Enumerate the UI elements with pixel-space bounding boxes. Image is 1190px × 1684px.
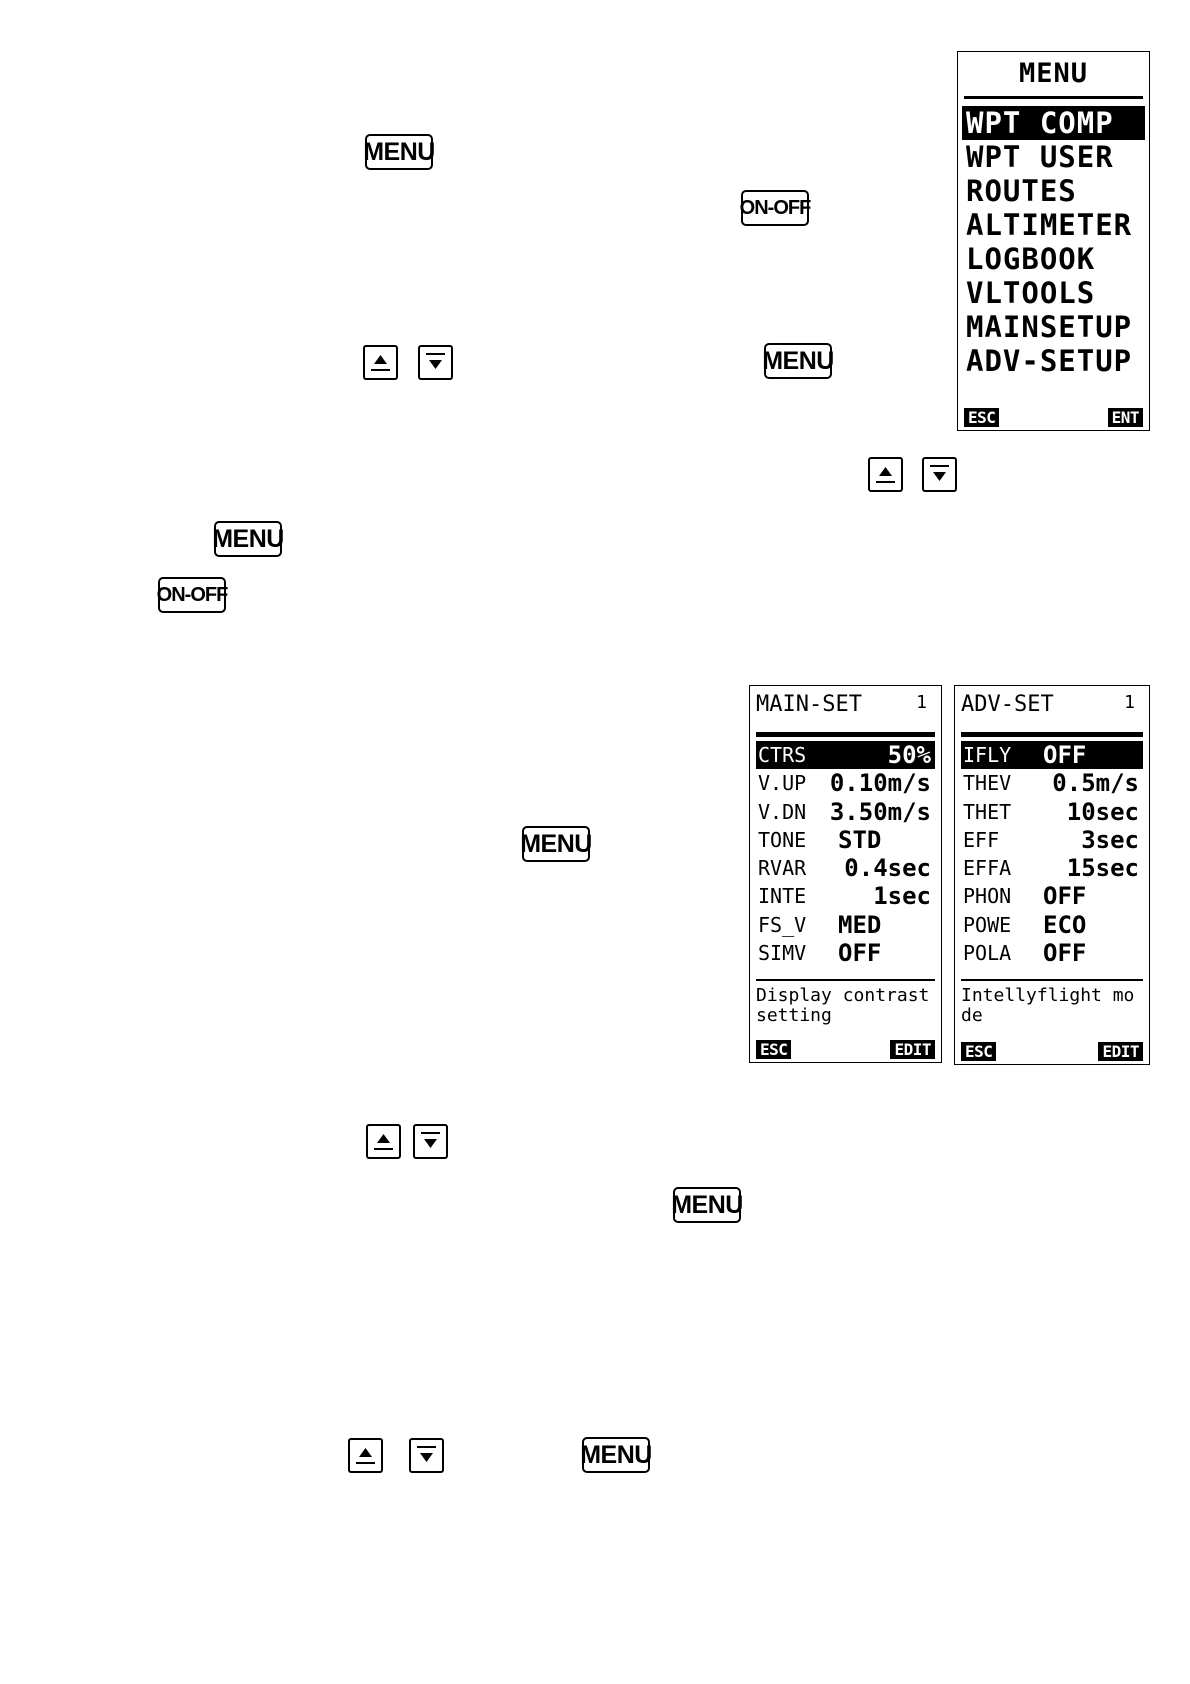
arrow-down-icon xyxy=(413,1124,448,1159)
arrow-down-icon xyxy=(922,457,957,492)
setting-row-ifly: IFLY OFF xyxy=(961,741,1143,770)
setting-value: OFF xyxy=(1043,939,1087,968)
arrow-up-icon xyxy=(366,1124,401,1159)
menu-item-wpt-user: WPT USER xyxy=(966,140,1114,174)
main-set-header: MAIN-SET 1 xyxy=(756,692,931,718)
setting-value: 3.50m/s xyxy=(829,797,931,826)
on-off-key-icon: ON-OFF xyxy=(157,577,228,613)
menu-screen: MENU WPT COMP WPT USER ROUTES ALTIMETER … xyxy=(957,51,1150,431)
setting-row-inte: INTE 1sec xyxy=(756,882,935,910)
menu-item-routes: ROUTES xyxy=(966,174,1077,208)
main-set-divider xyxy=(756,732,935,737)
arrow-up-icon xyxy=(868,457,903,492)
setting-value: 0.5m/s xyxy=(1052,769,1139,798)
setting-label: EFFA xyxy=(963,856,1012,881)
setting-row-thet: THET 10sec xyxy=(961,798,1143,826)
adv-set-page-number: 1 xyxy=(1124,692,1135,713)
setting-row-fs-v: FS_V MED xyxy=(756,911,935,939)
setting-label: THEV xyxy=(963,771,1012,796)
main-set-title: MAIN-SET xyxy=(756,692,862,717)
setting-row-pola: POLA OFF xyxy=(961,939,1143,967)
menu-screen-divider xyxy=(964,96,1143,99)
setting-value: 1sec xyxy=(873,882,931,911)
menu-item-adv-setup: ADV-SETUP xyxy=(966,344,1133,378)
setting-label: V.DN xyxy=(758,799,807,824)
setting-row-eff: EFF 3sec xyxy=(961,826,1143,854)
menu-item-logbook: LOGBOOK xyxy=(966,242,1096,276)
arrow-up-icon xyxy=(363,345,398,380)
setting-row-v-up: V.UP 0.10m/s xyxy=(756,769,935,797)
menu-item-vltools: VLTOOLS xyxy=(966,276,1096,310)
setting-label: PHON xyxy=(963,884,1012,909)
setting-label: EFF xyxy=(963,827,1000,852)
esc-soft-key: ESC xyxy=(961,1042,997,1061)
setting-label: SIMV xyxy=(758,941,807,966)
menu-key-icon: MENU xyxy=(212,521,284,557)
setting-label: IFLY xyxy=(963,743,1012,767)
setting-label: RVAR xyxy=(758,856,807,881)
setting-value: OFF xyxy=(1043,882,1087,911)
main-set-page-number: 1 xyxy=(916,692,927,713)
setting-row-rvar: RVAR 0.4sec xyxy=(756,854,935,882)
adv-set-divider xyxy=(961,732,1143,737)
ent-soft-key: ENT xyxy=(1107,408,1143,427)
adv-set-header: ADV-SET 1 xyxy=(961,692,1139,718)
setting-row-powe: POWE ECO xyxy=(961,911,1143,939)
main-set-divider-bottom xyxy=(756,979,935,981)
setting-value: 50% xyxy=(887,741,931,769)
menu-key-icon: MENU xyxy=(580,1437,652,1473)
adv-set-divider-bottom xyxy=(961,979,1143,981)
arrow-down-icon xyxy=(418,345,453,380)
setting-row-phon: PHON OFF xyxy=(961,882,1143,910)
menu-screen-title: MENU xyxy=(1018,58,1089,89)
menu-key-icon: MENU xyxy=(762,343,834,379)
esc-soft-key: ESC xyxy=(964,408,1000,427)
menu-item-altimeter: ALTIMETER xyxy=(966,208,1133,242)
setting-label: POLA xyxy=(963,941,1012,966)
esc-soft-key: ESC xyxy=(756,1040,792,1059)
setting-row-effa: EFFA 15sec xyxy=(961,854,1143,882)
main-set-description: Display contrast setting xyxy=(756,985,930,1026)
adv-set-description: Intellyflight mode xyxy=(961,985,1135,1026)
setting-value: OFF xyxy=(1043,741,1087,769)
setting-value: OFF xyxy=(838,939,882,968)
setting-row-tone: TONE STD xyxy=(756,826,935,854)
adv-set-screen: ADV-SET 1 IFLY OFF THEV 0.5m/s THET 10se… xyxy=(954,685,1150,1065)
arrow-down-icon xyxy=(409,1438,444,1473)
setting-label: V.UP xyxy=(758,771,807,796)
menu-key-icon: MENU xyxy=(520,826,592,862)
menu-item-wpt-comp: WPT COMP xyxy=(962,106,1145,140)
edit-soft-key: EDIT xyxy=(1098,1042,1143,1061)
setting-label: TONE xyxy=(758,827,807,852)
setting-value: 15sec xyxy=(1066,854,1139,883)
setting-value: 10sec xyxy=(1066,797,1139,826)
setting-value: 3sec xyxy=(1081,825,1139,854)
menu-item-mainsetup: MAINSETUP xyxy=(966,310,1133,344)
setting-label: THET xyxy=(963,799,1012,824)
setting-value: MED xyxy=(838,910,882,939)
arrow-up-icon xyxy=(348,1438,383,1473)
adv-set-title: ADV-SET xyxy=(961,692,1054,717)
setting-label: INTE xyxy=(758,884,807,909)
menu-key-icon: MENU xyxy=(671,1187,743,1223)
setting-value: STD xyxy=(838,825,882,854)
main-set-screen: MAIN-SET 1 CTRS 50% V.UP 0.10m/s V.DN 3.… xyxy=(749,685,942,1063)
setting-value: 0.4sec xyxy=(844,854,931,883)
setting-row-thev: THEV 0.5m/s xyxy=(961,769,1143,797)
edit-soft-key: EDIT xyxy=(890,1040,935,1059)
setting-label: POWE xyxy=(963,912,1012,937)
setting-row-simv: SIMV OFF xyxy=(756,939,935,967)
setting-value: ECO xyxy=(1043,910,1087,939)
on-off-key-icon: ON-OFF xyxy=(740,190,811,226)
menu-key-icon: MENU xyxy=(363,134,435,170)
setting-label: FS_V xyxy=(758,912,807,937)
setting-row-v-dn: V.DN 3.50m/s xyxy=(756,798,935,826)
setting-row-ctrs: CTRS 50% xyxy=(756,741,935,770)
setting-value: 0.10m/s xyxy=(829,769,931,798)
setting-label: CTRS xyxy=(758,743,807,767)
